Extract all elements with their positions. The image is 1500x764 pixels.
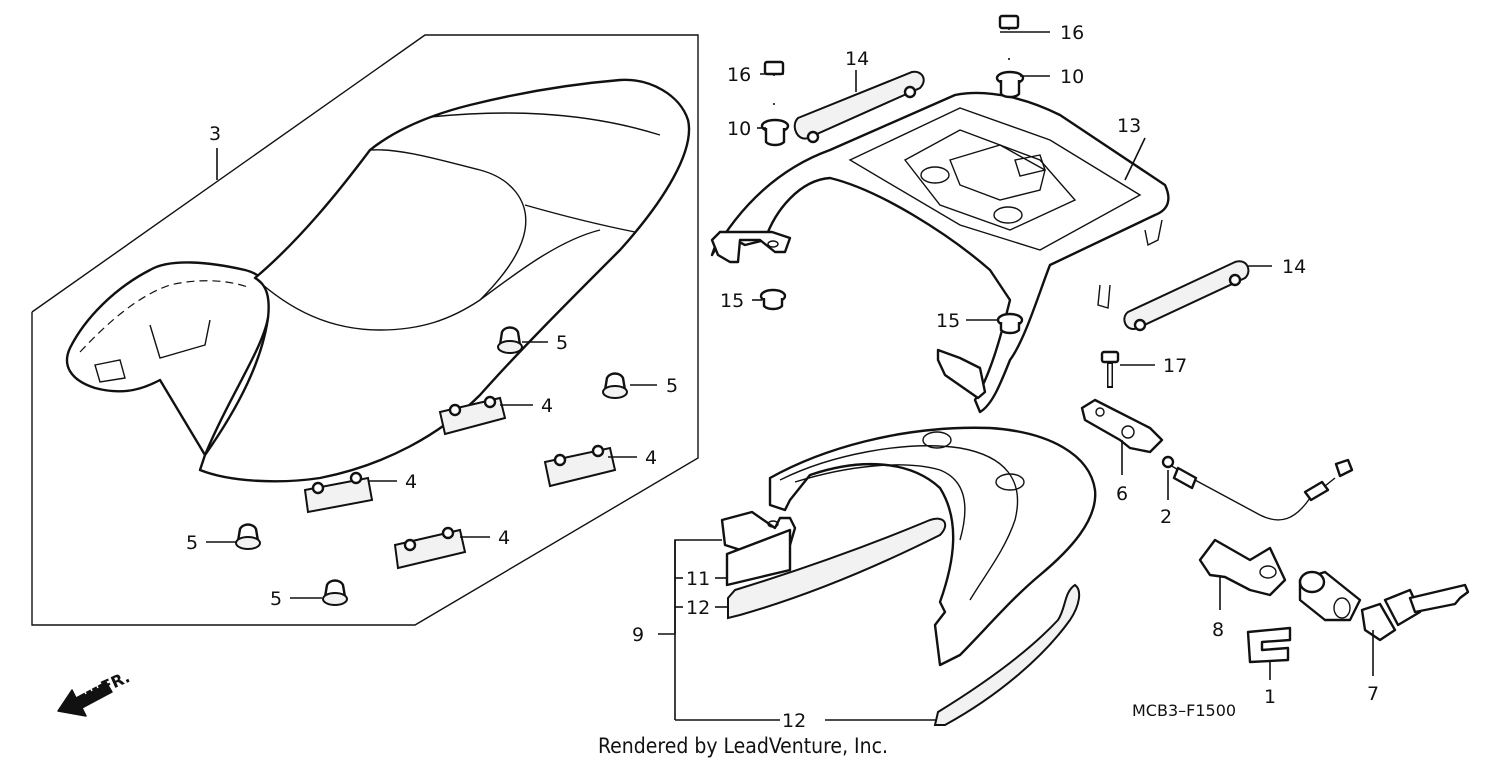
lock-clip[interactable] [1246, 626, 1292, 664]
caution-label[interactable] [725, 528, 792, 587]
callout-5-b: 5 [666, 375, 678, 397]
callout-8: 8 [1212, 619, 1224, 641]
lock-bracket[interactable] [1198, 538, 1287, 597]
callout-4-a: 4 [541, 395, 553, 417]
callout-6: 6 [1116, 483, 1128, 505]
rubber-collar-a[interactable] [760, 118, 790, 147]
cushion-rubber-c[interactable] [303, 471, 374, 514]
seat[interactable] [65, 78, 691, 483]
callout-9: 9 [632, 624, 644, 646]
callout-15-right: 15 [936, 310, 960, 332]
callout-16-left: 16 [727, 64, 751, 86]
callout-12-lower: 12 [782, 710, 806, 732]
seat-catch[interactable] [1080, 398, 1164, 454]
callout-labels: 3 13 16 10 16 10 14 14 15 15 17 6 2 8 1 … [186, 22, 1379, 732]
callout-5-d: 5 [270, 588, 282, 610]
cushion-rubber-b[interactable] [543, 444, 617, 488]
rear-carrier[interactable] [710, 91, 1170, 414]
rubber-collar-b[interactable] [995, 70, 1025, 99]
callout-10-left: 10 [727, 118, 751, 140]
flange-bolt-b[interactable] [998, 14, 1020, 60]
seal-rubber-lower[interactable] [933, 583, 1081, 726]
cushion-rubber-d[interactable] [393, 526, 467, 570]
collar-b[interactable] [996, 312, 1024, 335]
callout-17: 17 [1163, 355, 1187, 377]
seal-rubber-upper[interactable] [727, 517, 947, 620]
callout-5-c: 5 [186, 532, 198, 554]
seat-stopper-b[interactable] [602, 372, 628, 399]
collar-a[interactable] [759, 288, 787, 311]
callout-10-right: 10 [1060, 66, 1084, 88]
seat-stopper-a[interactable] [497, 326, 523, 354]
front-direction-arrow-icon: FR. [57, 667, 133, 717]
seat-stopper-d[interactable] [322, 579, 348, 606]
callout-15-left: 15 [720, 290, 744, 312]
callout-2: 2 [1160, 506, 1172, 528]
callout-16-right: 16 [1060, 22, 1084, 44]
callout-5-a: 5 [556, 332, 568, 354]
leader-lines [206, 31, 1374, 721]
callout-14-lower: 14 [1282, 256, 1306, 278]
render-credit: Rendered by LeadVenture, Inc. [598, 734, 888, 758]
flange-bolt-a[interactable] [763, 60, 785, 105]
seat-lock-cable[interactable] [1161, 455, 1354, 521]
callout-4-b: 4 [645, 447, 657, 469]
callout-1: 1 [1264, 686, 1276, 708]
callout-3: 3 [209, 123, 221, 145]
cushion-rubber-a[interactable] [438, 395, 507, 436]
callout-7: 7 [1367, 683, 1379, 705]
seat-group-frame [31, 34, 699, 626]
callout-14-upper: 14 [845, 48, 869, 70]
callout-13: 13 [1117, 115, 1141, 137]
callout-4-c: 4 [405, 471, 417, 493]
drawing-code: MCB3–F1500 [1132, 701, 1236, 720]
callout-4-d: 4 [498, 527, 510, 549]
callout-11: 11 [686, 568, 710, 590]
callout-12-upper: 12 [686, 597, 710, 619]
carrier-pad-lower[interactable] [1123, 260, 1250, 332]
carrier-pad-upper[interactable] [793, 70, 925, 144]
front-label: FR. [98, 667, 133, 696]
bolt-17[interactable] [1100, 350, 1120, 388]
seat-stopper-c[interactable] [235, 523, 261, 550]
seat-lock-with-keys[interactable] [1298, 570, 1470, 642]
